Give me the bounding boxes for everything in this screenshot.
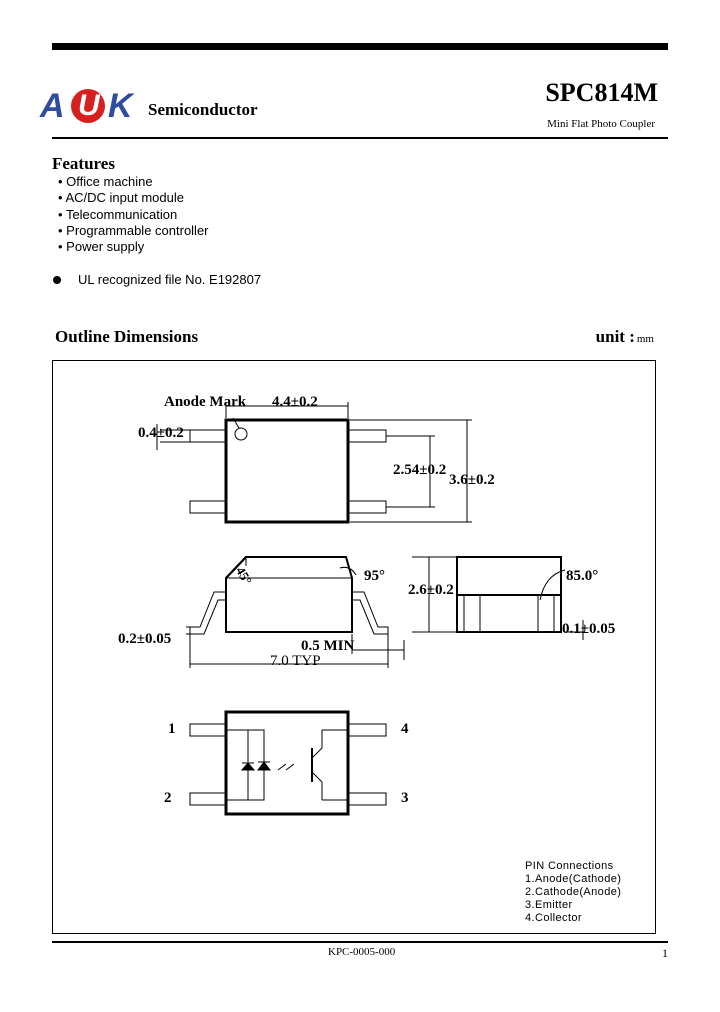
logo-circle [71,89,105,123]
dim-width-top: 4.4±0.2 [272,394,318,410]
dim-angle-end: 85.0° [566,568,599,584]
ul-bullet [53,276,61,284]
top-view-body [224,418,350,524]
schematic-body [224,710,350,816]
dim-height: 2.6±0.2 [408,582,454,598]
list-item: • Power supply [58,239,145,255]
dim-lead-thickness: 0.2±0.05 [118,631,172,647]
unit-label: unit :mm [595,327,654,346]
header-rule [52,137,668,139]
pin-number-4: 4 [401,721,409,737]
dim-total-width: 7.0 TYP [270,653,321,669]
pin-lead [189,723,227,737]
end-view-body-lower [456,594,562,633]
list-item: 2.Cathode(Anode) [525,886,622,898]
dim-length: 3.6±0.2 [449,472,495,488]
part-number: SPC814M [545,78,658,107]
pin-lead [189,500,227,514]
logo-letter-a: A [40,87,65,125]
anode-mark-label: Anode Mark [164,394,247,410]
features-title: Features [52,154,115,173]
dim-angle-side: 95° [364,568,385,584]
pin-lead [347,429,387,443]
list-item: • Programmable controller [58,222,209,238]
drawing-frame [52,360,656,934]
footer-rule [52,941,668,943]
ul-note: UL recognized file No. E192807 [78,272,262,287]
anode-mark-circle [234,427,248,441]
dim-pitch: 2.54±0.2 [393,462,447,478]
list-item: 3.Emitter [525,899,573,911]
pin-number-2: 2 [164,790,172,806]
part-subtitle: Mini Flat Photo Coupler [547,118,655,130]
dim-pin-width: 0.4±0.2 [138,425,184,441]
right-lead [352,591,389,635]
top-rule [52,43,668,50]
pin-number-1: 1 [168,721,176,737]
end-view-body [456,556,562,596]
list-item: • Office machine [58,174,153,189]
list-item: 1.Anode(Cathode) [525,873,622,885]
pin-lead [189,429,227,443]
dim-standoff: 0.1±0.05 [562,621,616,637]
logo-letter-u: U [78,89,100,122]
list-item: 4.Collector [525,912,582,924]
pin-number-3: 3 [401,790,409,806]
pin-lead [347,500,387,514]
company-logo: A U K [40,88,140,124]
pin-connections-title: PIN Connections [525,860,614,872]
doc-code: KPC-0005-000 [328,946,396,958]
dim-lead-min: 0.5 MIN [301,638,355,654]
brand-name: Semiconductor [148,100,258,119]
left-lead [189,591,226,635]
list-item: • Telecommunication [58,206,178,222]
outline-title: Outline Dimensions [55,327,199,346]
list-item: • AC/DC input module [58,190,184,206]
features-list: • Office machine • AC/DC input module • … [58,174,209,255]
page-number: 1 [662,946,668,960]
pin-lead [347,792,387,806]
pin-lead [347,723,387,737]
pin-connections: PIN Connections 1.Anode(Cathode) 2.Catho… [525,860,621,925]
logo-letter-k: K [108,87,133,125]
pin-lead [189,792,227,806]
